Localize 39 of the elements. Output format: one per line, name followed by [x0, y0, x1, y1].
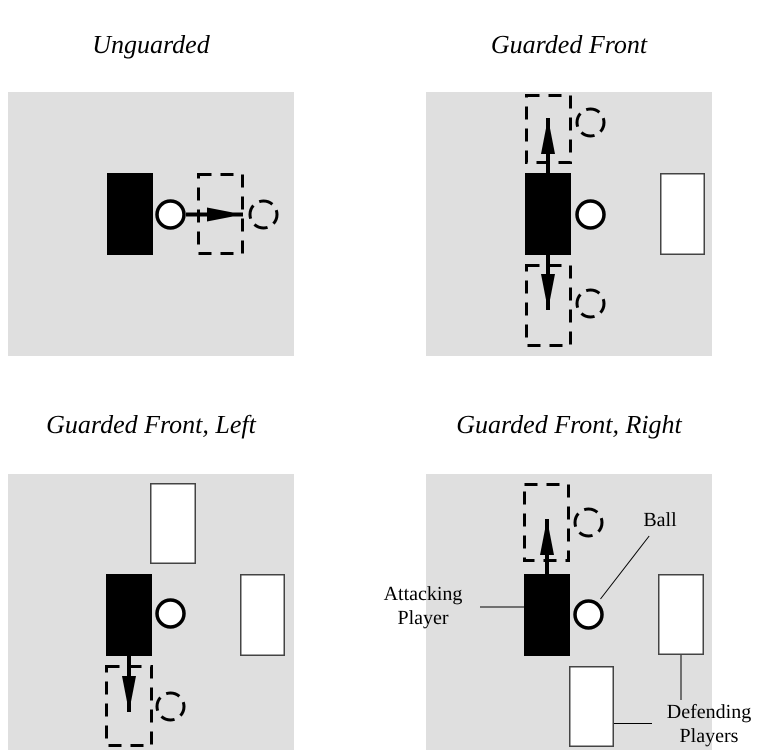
moved-player-outline [523, 483, 570, 562]
panel-title: Unguarded [91, 30, 211, 60]
panel-title: Guarded Front, Left [45, 410, 258, 440]
ball-circle [575, 199, 606, 230]
moved-ball-outline [575, 107, 606, 138]
leader-line [480, 606, 524, 608]
movement-arrow [122, 656, 136, 712]
moved-ball-outline [575, 288, 606, 319]
attacking-player-block [524, 574, 570, 656]
movement-arrow [541, 118, 555, 173]
defending-player-block [240, 574, 285, 656]
moved-player-outline [525, 94, 572, 164]
panel-title: Guarded Front, Right [455, 410, 684, 440]
attacking-player-block [106, 574, 152, 656]
moved-player-outline [105, 665, 153, 747]
attacking-player-block [107, 173, 153, 255]
attacking-player-block [525, 173, 571, 255]
leader-line [680, 654, 682, 700]
callout-label: Attacking Player [366, 582, 480, 632]
leader-line [600, 536, 650, 600]
ball-circle [573, 599, 604, 630]
callout-label: Ball [636, 508, 684, 536]
movement-arrow [541, 255, 555, 310]
ball-circle [155, 598, 186, 629]
defending-player-block [569, 666, 614, 747]
moved-player-outline [197, 173, 244, 255]
leader-line [614, 723, 652, 724]
movement-arrow [540, 519, 554, 574]
moved-ball-outline [155, 691, 186, 722]
panel-title: Guarded Front [490, 30, 648, 60]
callout-label: Defending Players [652, 700, 766, 750]
moved-ball-outline [248, 199, 279, 230]
moved-player-outline [525, 264, 572, 347]
defending-player-block [150, 483, 196, 564]
defending-player-block [658, 574, 704, 655]
ball-circle [155, 199, 186, 230]
movement-arrow [186, 208, 243, 222]
moved-ball-outline [573, 507, 604, 538]
defending-player-block [660, 173, 705, 255]
